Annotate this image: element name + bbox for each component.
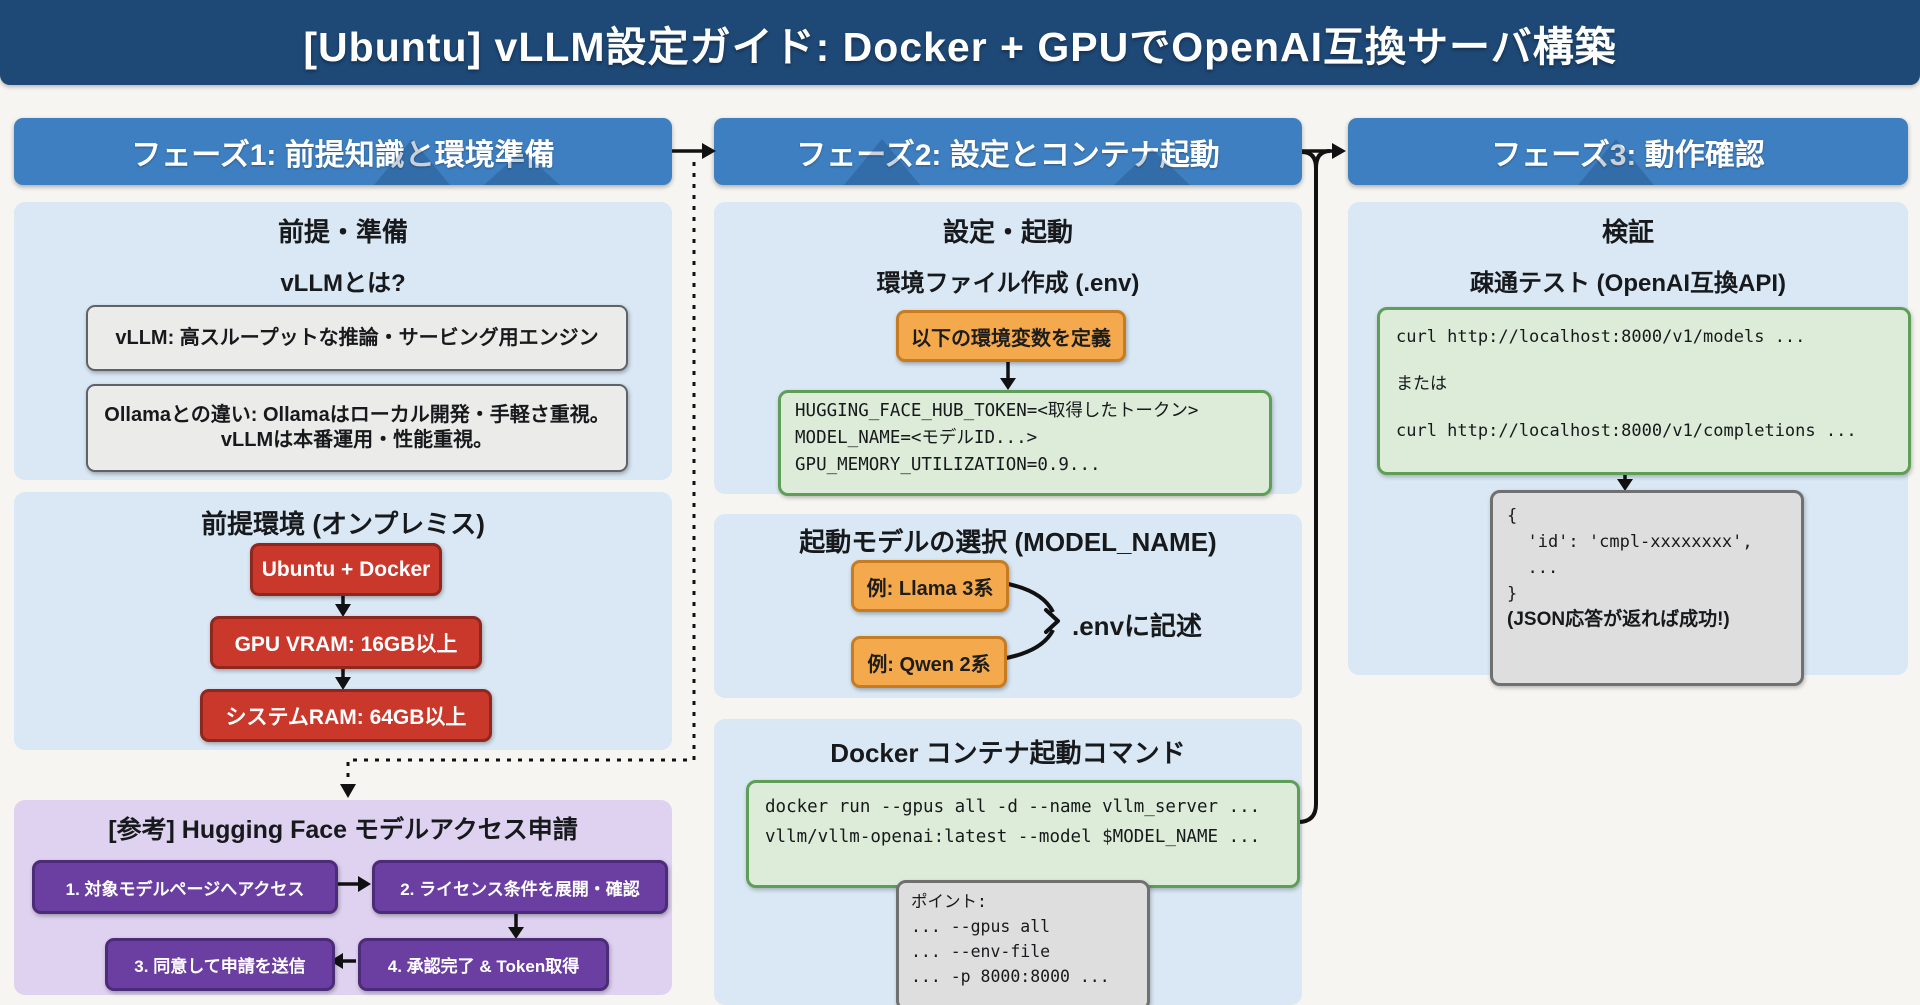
verify-subheading: 疎通テスト (OpenAI互換API) [1470,270,1786,297]
intro-subheading: vLLMとは? [280,270,406,297]
header-watermark [1578,139,1654,185]
model-heading: 起動モデルの選択 (MODEL_NAME) [799,527,1217,557]
phase1-header: フェーズ1: 前提知識と環境準備 [14,118,672,185]
env-heading: 前提環境 (オンプレミス) [201,509,485,539]
docker-run-code-box: docker run --gpus all -d --name vllm_ser… [746,780,1300,888]
page-title: [Ubuntu] vLLM設定ガイド: Docker + GPUでOpenAI互… [303,23,1617,70]
header-watermark [844,139,920,185]
req-system-ram: システムRAM: 64GB以上 [200,689,492,742]
title-bar: [Ubuntu] vLLM設定ガイド: Docker + GPUでOpenAI互… [0,0,1920,85]
setup-subheading: 環境ファイル作成 (.env) [876,270,1140,297]
json-success-note: (JSON応答が返れば成功!) [1507,609,1730,630]
phase3-header-label: フェーズ3: 動作確認 [1491,138,1765,172]
phase2-header-label: フェーズ2: 設定とコンテナ起動 [796,138,1220,172]
phase3-header: フェーズ3: 動作確認 [1348,118,1908,185]
intro-heading: 前提・準備 [277,217,408,247]
env-file-code-box: HUGGING_FACE_HUB_TOKEN=<取得したトークン> MODEL_… [778,390,1272,496]
hf-step-4: 4. 承認完了 & Token取得 [358,938,609,991]
header-watermark [1114,149,1190,185]
setup-heading: 設定・起動 [942,217,1073,247]
header-watermark [484,151,560,185]
ollama-comparison-box: Ollamaとの違い: Ollamaはローカル開発・手軽さ重視。vLLMは本番運… [86,384,628,472]
docker-heading: Docker コンテナ起動コマンド [830,738,1186,768]
hf-step-2: 2. ライセンス条件を展開・確認 [372,860,668,914]
req-gpu-vram: GPU VRAM: 16GB以上 [210,616,482,669]
env-note-label: .envに記述 [1072,611,1203,641]
verify-heading: 検証 [1601,217,1654,247]
vllm-definition-box: vLLM: 高スループットな推論・サービング用エンジン [86,305,628,371]
curl-test-code-box: curl http://localhost:8000/v1/models ...… [1377,307,1911,475]
hf-step-3: 3. 同意して申請を送信 [105,938,335,991]
env-vars-callout: 以下の環境変数を定義 [896,310,1126,362]
req-ubuntu-docker: Ubuntu + Docker [250,543,442,596]
hf-heading: [参考] Hugging Face モデルアクセス申請 [108,816,578,844]
model-option-qwen: 例: Qwen 2系 [851,636,1007,688]
docker-points-box: ポイント: ... --gpus all ... --env-file ... … [896,880,1150,1005]
model-option-llama: 例: Llama 3系 [851,560,1009,612]
header-watermark [374,139,450,185]
json-response-box: { 'id': 'cmpl-xxxxxxxx', ... } (JSON応答が返… [1490,490,1804,686]
phase2-header: フェーズ2: 設定とコンテナ起動 [714,118,1302,185]
hf-step-1: 1. 対象モデルページへアクセス [32,860,338,914]
